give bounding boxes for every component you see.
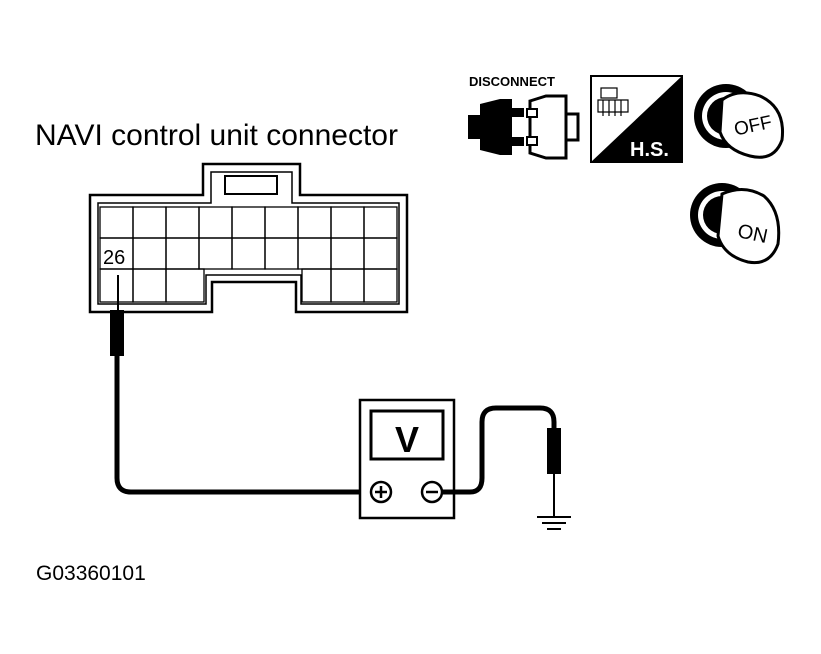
hs-label: H.S. — [630, 139, 669, 161]
ignition-off-icon: OFF — [694, 84, 785, 159]
connector-latch — [224, 175, 278, 195]
voltmeter-display — [369, 409, 445, 461]
terminal-label: 26 — [103, 247, 125, 269]
disconnect-icon: DISCONNECT — [468, 74, 580, 160]
disconnect-label: DISCONNECT — [469, 74, 555, 89]
plus-terminal-icon — [369, 480, 393, 504]
hs-icon: H.S. — [590, 75, 683, 163]
negative-probe — [442, 405, 561, 516]
connector-cells — [99, 206, 398, 303]
navi-connector — [88, 162, 409, 314]
voltmeter-symbol: V — [395, 419, 419, 460]
ignition-on-icon: ON — [690, 183, 781, 265]
minus-terminal-icon — [420, 480, 444, 504]
positive-probe — [110, 275, 362, 495]
figure-code: G03360101 — [36, 562, 146, 585]
voltmeter: V — [358, 398, 456, 520]
ground-icon — [537, 516, 571, 530]
connector-title: NAVI control unit connector — [35, 119, 398, 152]
